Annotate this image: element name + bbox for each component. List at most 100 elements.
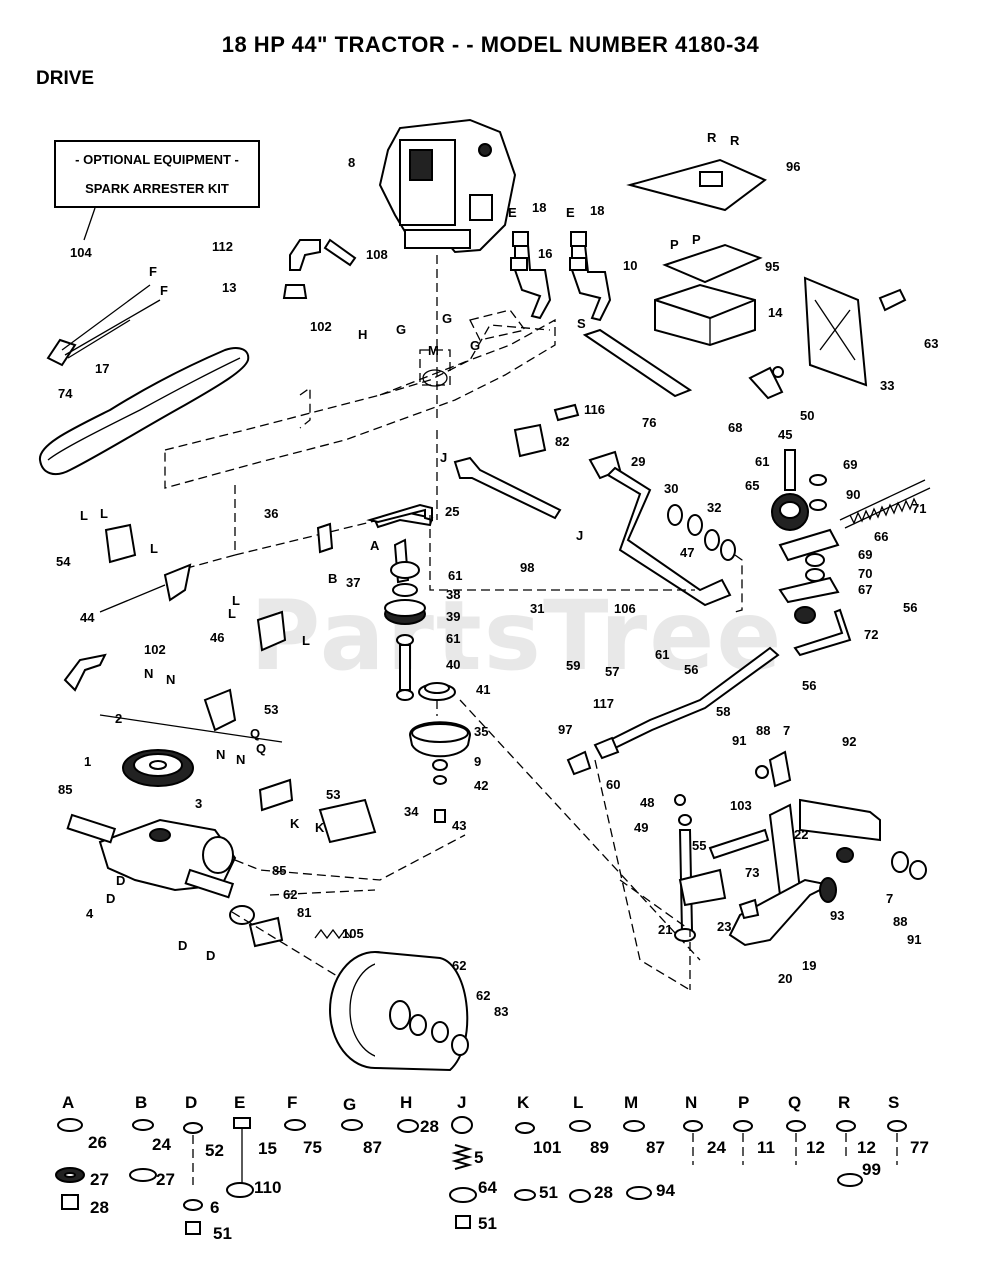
hardware-legend: A B D E F G H J K L M N P Q R S 26 27 28…: [62, 1093, 929, 1243]
optional-equipment-box: - OPTIONAL EQUIPMENT - SPARK ARRESTER KI…: [54, 140, 260, 208]
callout: 83: [494, 1004, 508, 1019]
hardware-part-number: 51: [539, 1183, 558, 1202]
callout: 108: [366, 247, 388, 262]
hardware-part-number: 24: [707, 1138, 726, 1157]
callout: G: [442, 311, 452, 326]
hardware-letter: G: [343, 1095, 356, 1114]
callout: 96: [786, 159, 800, 174]
part-drawings: [38, 118, 931, 1072]
callout: 56: [684, 662, 698, 677]
callout: 44: [80, 610, 95, 625]
callout: 72: [864, 627, 878, 642]
callout: P: [670, 237, 679, 252]
callout: 49: [634, 820, 648, 835]
hardware-part-number: 15: [258, 1139, 277, 1158]
callout: G: [396, 322, 406, 337]
callout: 7: [783, 723, 790, 738]
callout: L: [302, 633, 310, 648]
callout: 76: [642, 415, 656, 430]
callout: 68: [728, 420, 742, 435]
callout: D: [178, 938, 187, 953]
callout: 53: [264, 702, 278, 717]
hardware-letter: L: [573, 1093, 583, 1112]
callout: 23: [717, 919, 731, 934]
callout: L: [100, 506, 108, 521]
hardware-part-number: 26: [88, 1133, 107, 1152]
callout: 61: [448, 568, 462, 583]
callout: 35: [474, 724, 488, 739]
callout: 47: [680, 545, 694, 560]
hardware-letter: S: [888, 1093, 899, 1112]
callout: 117: [593, 696, 614, 711]
rear-wheel-drawing: [329, 951, 469, 1072]
callout: 41: [476, 682, 490, 697]
watermark: PartsTree: [250, 580, 784, 692]
spark-arrester-label: SPARK ARRESTER KIT: [85, 181, 229, 196]
callout: 22: [794, 827, 808, 842]
hardware-part-number: 28: [420, 1117, 439, 1136]
callout: 104: [70, 245, 92, 260]
callout: H: [358, 327, 367, 342]
callout: D: [206, 948, 215, 963]
hardware-letter: R: [838, 1093, 850, 1112]
engine-drawing: [378, 118, 517, 254]
callout: L: [150, 541, 158, 556]
callout: 97: [558, 722, 572, 737]
hardware-letter: Q: [788, 1093, 801, 1112]
hardware-part-number: 87: [646, 1138, 665, 1157]
callout: 106: [614, 601, 636, 616]
hardware-part-number: 12: [857, 1138, 876, 1157]
callout: D: [106, 891, 115, 906]
callout: 40: [446, 657, 460, 672]
callout: 73: [745, 865, 759, 880]
callout: 38: [446, 587, 460, 602]
callout: 37: [346, 575, 360, 590]
callout: E: [508, 205, 517, 220]
callout: R: [730, 133, 740, 148]
callout: 58: [716, 704, 730, 719]
callout: 18: [532, 200, 546, 215]
callout: 19: [802, 958, 816, 973]
hardware-part-number: 77: [910, 1138, 929, 1157]
hardware-part-number: 24: [152, 1135, 171, 1154]
callout: 102: [310, 319, 332, 334]
callout: 66: [874, 529, 888, 544]
callout: F: [160, 283, 168, 298]
callout: 43: [452, 818, 466, 833]
hardware-letter: H: [400, 1093, 412, 1112]
callout: 112: [212, 239, 233, 254]
callout: 53: [326, 787, 340, 802]
callout: K: [290, 816, 300, 831]
callout: 46: [210, 630, 224, 645]
callout: R: [707, 130, 717, 145]
hardware-part-number: 89: [590, 1138, 609, 1157]
hardware-part-number: 27: [156, 1170, 175, 1189]
callout: 32: [707, 500, 721, 515]
callout: L: [80, 508, 88, 523]
callout: E: [566, 205, 575, 220]
callout: 85: [58, 782, 72, 797]
callout: 21: [658, 922, 672, 937]
callout: 91: [732, 733, 746, 748]
hardware-letter: P: [738, 1093, 749, 1112]
diagram-title: 18 HP 44" TRACTOR - - MODEL NUMBER 4180-…: [221, 32, 760, 57]
callout: P: [692, 232, 701, 247]
callout: N: [166, 672, 175, 687]
callout: N: [144, 666, 153, 681]
callout: 74: [58, 386, 73, 401]
callout: 20: [778, 971, 792, 986]
callout: 63: [924, 336, 938, 351]
callout: 56: [903, 600, 917, 615]
callout: L: [228, 606, 236, 621]
callout: 93: [830, 908, 844, 923]
callout: 61: [446, 631, 460, 646]
callout: 61: [755, 454, 769, 469]
hardware-part-number: 87: [363, 1138, 382, 1157]
callout: 10: [623, 258, 637, 273]
callout: 88: [756, 723, 770, 738]
callout: 57: [605, 664, 619, 679]
callout: 33: [880, 378, 894, 393]
hardware-part-number: 5: [474, 1148, 483, 1167]
callout: 34: [404, 804, 419, 819]
